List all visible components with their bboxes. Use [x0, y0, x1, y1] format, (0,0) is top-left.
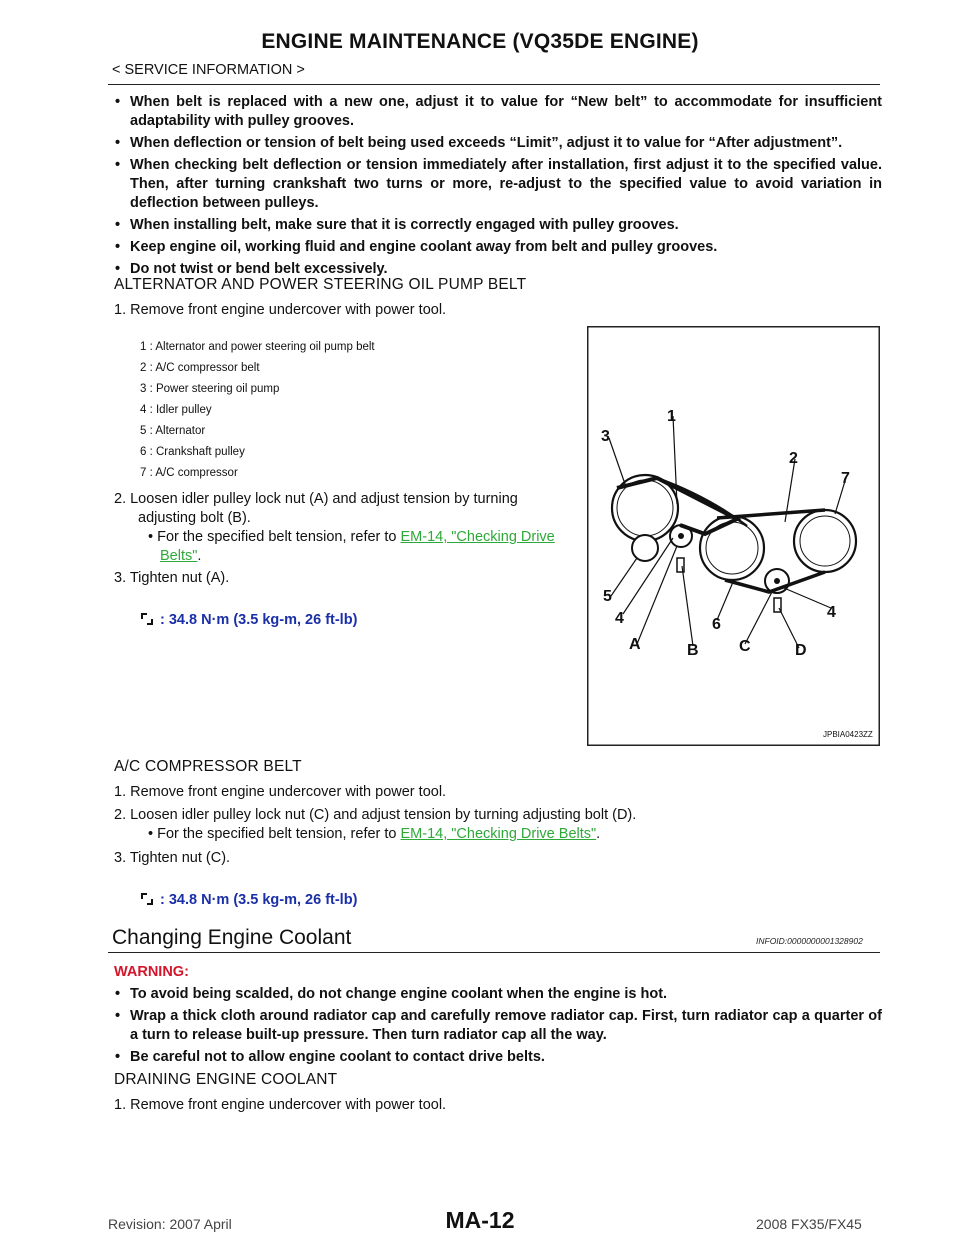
diagram-legend: 1 : Alternator and power steering oil pu…: [140, 337, 375, 484]
ac-step-2: 2. Loosen idler pulley lock nut (C) and …: [114, 807, 637, 842]
legend-item: 3 : Power steering oil pump: [140, 383, 280, 395]
page-number: MA-12: [445, 1207, 515, 1233]
list-item: When checking belt deflection or tension…: [114, 156, 882, 213]
wrench-icon: [141, 613, 153, 625]
list-item: When deflection or tension of belt being…: [114, 134, 882, 153]
list-item: Wrap a thick cloth around radiator cap a…: [114, 1007, 882, 1045]
section-breadcrumb: < SERVICE INFORMATION >: [112, 62, 305, 78]
legend-item: 6 : Crankshaft pulley: [140, 446, 245, 458]
callout-label: 6: [712, 616, 721, 633]
drain-step-1: 1. Remove front engine undercover with p…: [114, 1097, 447, 1113]
model-name: 2008 FX35/FX45: [756, 1216, 862, 1232]
wrench-icon: [141, 893, 153, 905]
list-item: Do not twist or bend belt excessively.: [114, 260, 882, 279]
draining-coolant-heading: DRAINING ENGINE COOLANT: [114, 1071, 338, 1088]
ac-step-1: 1. Remove front engine undercover with p…: [114, 784, 447, 800]
callout-label: B: [687, 642, 699, 659]
legend-item: 7 : A/C compressor: [140, 467, 238, 479]
checking-drive-belts-link[interactable]: EM-14, "Checking Drive: [400, 529, 555, 545]
callout-label: 2: [789, 450, 798, 467]
callout-label: D: [795, 642, 807, 659]
callout-label: 4: [615, 610, 624, 627]
checking-drive-belts-link-cont[interactable]: Belts": [160, 548, 198, 564]
ac-torque-spec: : 34.8 N·m (3.5 kg-m, 26 ft-lb): [140, 892, 357, 908]
callout-label: 5: [603, 588, 612, 605]
callout-label: 4: [827, 604, 836, 621]
callout-label: 3: [601, 428, 610, 445]
legend-item: 1 : Alternator and power steering oil pu…: [140, 341, 375, 353]
list-item: Keep engine oil, working fluid and engin…: [114, 238, 882, 257]
figure-code: JPBIA0423ZZ: [823, 730, 873, 739]
section-rule: [108, 952, 880, 953]
legend-item: 4 : Idler pulley: [140, 404, 212, 416]
coolant-section-heading: Changing Engine Coolant: [112, 926, 352, 949]
ac-step-3: 3. Tighten nut (C).: [114, 850, 231, 866]
checking-drive-belts-link-ac[interactable]: EM-14, "Checking Drive Belts": [400, 826, 597, 842]
warning-label: WARNING:: [114, 964, 189, 980]
header-rule: [108, 84, 880, 85]
revision-date: Revision: 2007 April: [108, 1216, 232, 1232]
callout-label: C: [739, 638, 751, 655]
ac-belt-heading: A/C COMPRESSOR BELT: [114, 758, 302, 775]
alt-torque-spec: : 34.8 N·m (3.5 kg-m, 26 ft-lb): [140, 612, 357, 628]
list-item: Be careful not to allow engine coolant t…: [114, 1048, 882, 1067]
intro-bullet-list: When belt is replaced with a new one, ad…: [114, 93, 882, 282]
alt-step-3: 3. Tighten nut (A).: [114, 570, 230, 586]
alt-step-2: 2. Loosen idler pulley lock nut (A) and …: [114, 491, 555, 564]
callout-label: 7: [841, 470, 850, 487]
callout-label: A: [629, 636, 641, 653]
legend-item: 5 : Alternator: [140, 425, 206, 437]
list-item: To avoid being scalded, do not change en…: [114, 985, 882, 1004]
list-item: When belt is replaced with a new one, ad…: [114, 93, 882, 131]
alternator-belt-heading: ALTERNATOR AND POWER STEERING OIL PUMP B…: [114, 276, 527, 293]
info-id: INFOID:0000000001328902: [756, 936, 863, 946]
warning-list: To avoid being scalded, do not change en…: [114, 985, 882, 1070]
list-item: When installing belt, make sure that it …: [114, 216, 882, 235]
alt-step-1: 1. Remove front engine undercover with p…: [114, 302, 447, 318]
legend-item: 2 : A/C compressor belt: [140, 362, 260, 374]
callout-label: 1: [667, 408, 676, 425]
drive-belt-diagram: 1 2 3 7 5 4 6 4 A B C D JPBIA0423ZZ: [587, 326, 880, 746]
page-title: ENGINE MAINTENANCE (VQ35DE ENGINE): [261, 30, 699, 53]
